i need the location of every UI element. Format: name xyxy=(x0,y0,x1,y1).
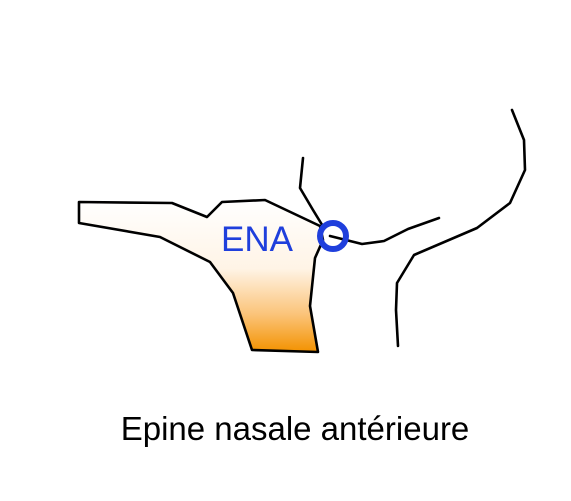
nasal-floor-line xyxy=(328,216,441,246)
caption: Epine nasale antérieure xyxy=(121,410,470,447)
ena-marker xyxy=(317,220,349,252)
ena-label: ENA xyxy=(221,220,294,259)
nasal-line xyxy=(298,156,326,230)
maxilla-shape xyxy=(77,198,325,354)
soft-tissue-profile xyxy=(394,108,527,348)
